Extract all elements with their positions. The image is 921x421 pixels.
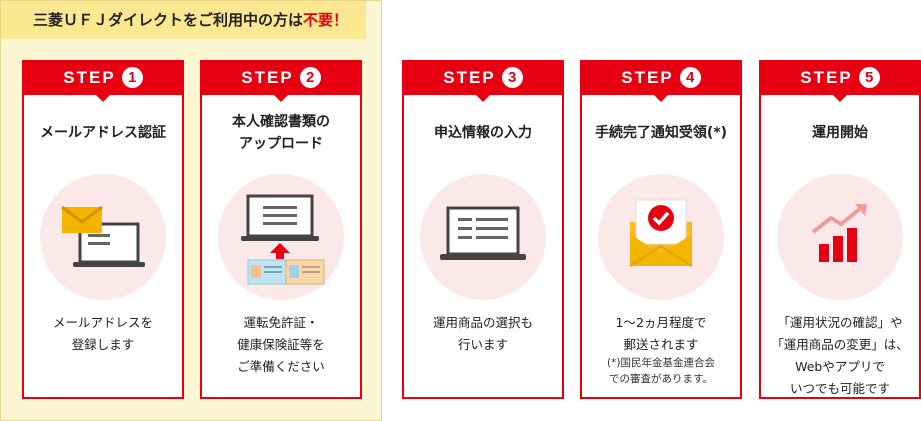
laptop-form-icon — [420, 174, 546, 300]
step-description: 運用商品の選択も 行います — [408, 312, 558, 356]
step-header-3: STEP 3 — [402, 60, 564, 95]
step-description: 1〜2ヵ月程度で 郵送されます — [586, 312, 736, 356]
email-laptop-icon — [40, 174, 166, 300]
notice-text: 三菱ＵＦＪダイレクトをご利用中の方は — [33, 11, 303, 29]
step-title: 本人確認書類の アップロード — [202, 107, 360, 159]
id-upload-icon — [218, 174, 344, 300]
step-number-badge: 5 — [859, 67, 880, 88]
step-title: 手続完了通知受領(*) — [582, 107, 740, 159]
step-label: STEP — [63, 68, 115, 88]
step-number-badge: 3 — [502, 67, 523, 88]
step-title: 運用開始 — [761, 107, 919, 159]
step-description: 「運用状況の確認」や 「運用商品の変更」は、 Webやアプリで いつでも可能です — [765, 312, 915, 400]
step-card-4: STEP 4 手続完了通知受領(*) 1〜2ヵ月程度で 郵送されます (*)国民年… — [580, 60, 742, 399]
step-card-2: STEP 2 本人確認書類の アップロード 運転免許証・ 健康保険証等を ご準備く… — [200, 60, 362, 399]
step-label: STEP — [621, 68, 673, 88]
step-description: 運転免許証・ 健康保険証等を ご準備ください — [206, 312, 356, 378]
notice-emphasis: 不要！ — [303, 11, 348, 29]
notice-label: 三菱ＵＦＪダイレクトをご利用中の方は不要！ — [1, 1, 366, 39]
step-label: STEP — [800, 68, 852, 88]
step-header-2: STEP 2 — [200, 60, 362, 95]
mail-checkmark-icon — [598, 174, 724, 300]
step-note: (*)国民年金基金連合会 での審査があります。 — [586, 355, 736, 387]
step-header-5: STEP 5 — [759, 60, 921, 95]
step-card-1: STEP 1 メールアドレス認証 メールアドレスを 登録します — [22, 60, 184, 399]
step-number-badge: 4 — [680, 67, 701, 88]
growth-chart-icon — [777, 174, 903, 300]
step-description: メールアドレスを 登録します — [28, 312, 178, 356]
step-number-badge: 1 — [122, 67, 143, 88]
step-title: メールアドレス認証 — [24, 107, 182, 159]
step-card-3: STEP 3 申込情報の入力 運用商品の選択も 行います — [402, 60, 564, 399]
step-label: STEP — [241, 68, 293, 88]
step-header-4: STEP 4 — [580, 60, 742, 95]
step-label: STEP — [443, 68, 495, 88]
step-number-badge: 2 — [300, 67, 321, 88]
step-header-1: STEP 1 — [22, 60, 184, 95]
step-card-5: STEP 5 運用開始 「運用状況の確認」や 「運用商品の変更」は、 Webやアプ… — [759, 60, 921, 399]
step-title: 申込情報の入力 — [404, 107, 562, 159]
